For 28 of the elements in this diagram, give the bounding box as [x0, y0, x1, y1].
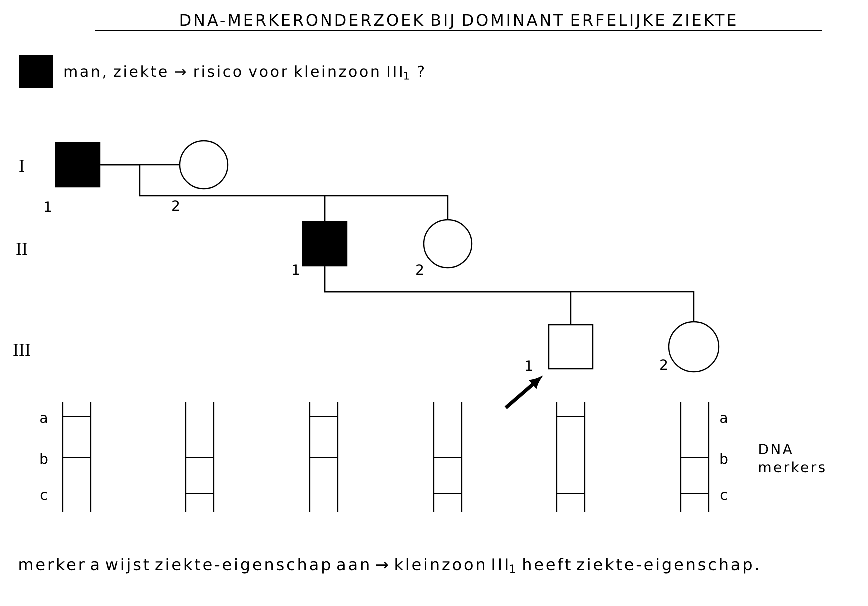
- person-number: 2: [172, 200, 180, 211]
- marker-letter: b: [720, 453, 728, 464]
- marker-letter: c: [40, 492, 47, 500]
- affected-male-square: [55, 142, 101, 188]
- generation-label: III: [14, 344, 30, 356]
- person-number: 1: [526, 360, 532, 371]
- marker-letter: a: [40, 415, 48, 424]
- marker-letter: c: [720, 492, 727, 500]
- title: DNA-MERKERONDERZOEK BIJ DOMINANT ERFELIJKE ZIEKTE: [94, 14, 822, 32]
- person-number: 1: [293, 264, 300, 275]
- male-square: [548, 324, 594, 370]
- axis-label: DNA merkers: [759, 444, 825, 473]
- female-circle: [668, 321, 720, 373]
- marker-letter: a: [720, 415, 728, 424]
- caption: merker a wijst ziekte-eigenschap aan → kleinzoon III$_{1}$ heeft ziekte-eigenschap.: [20, 558, 758, 574]
- female-circle: [423, 219, 473, 269]
- person-number: 2: [416, 264, 424, 275]
- female-circle: [179, 140, 229, 190]
- pedigree-line: [324, 266, 695, 322]
- generation-label: II: [16, 243, 28, 255]
- person-number: 1: [45, 202, 52, 212]
- affected-male-square: [302, 221, 348, 267]
- marker-letter: b: [40, 453, 48, 464]
- generation-label: I: [20, 160, 24, 172]
- person-number: 2: [660, 360, 668, 370]
- legend-text: man, ziekte → risico voor kleinzoon III$_{1}$ ?: [64, 66, 424, 80]
- arrow: [504, 378, 541, 410]
- pedigree-line: [324, 195, 449, 222]
